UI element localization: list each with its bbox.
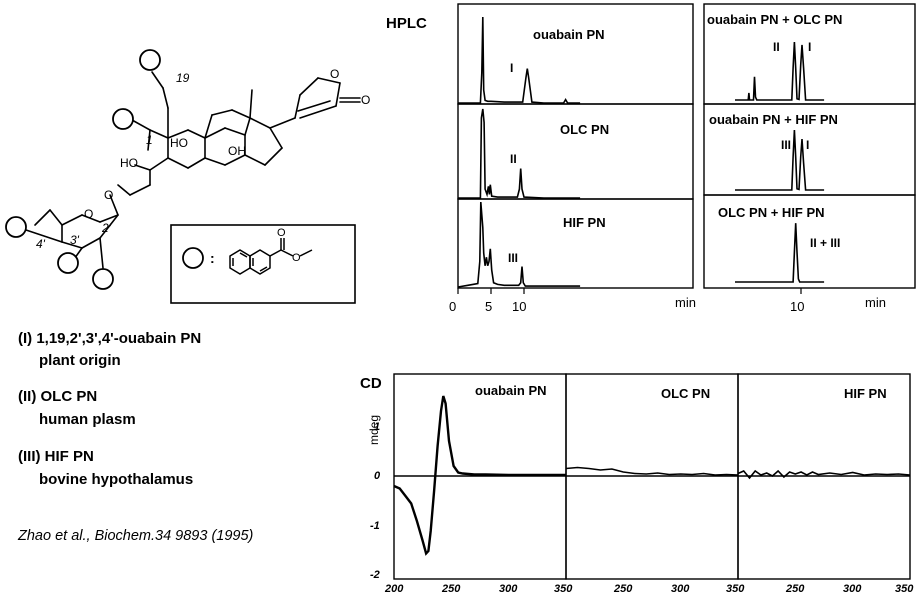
naphthoyl-circle-2prime (92, 268, 114, 290)
compound-3-name: (III) HIF PN (18, 448, 94, 465)
molecule-structure: 19 1 HO HO OH O O O 4' 3' 2' O : O (5, 49, 370, 304)
hplc-peak-label-I: I (510, 61, 513, 75)
compound-1-origin: plant origin (39, 352, 121, 369)
cd-title-2: OLC PN (661, 386, 710, 401)
cd-ytick-1: 1 (374, 421, 380, 433)
compound-3-origin: bovine hypothalamus (39, 471, 194, 488)
atom-label-oh-14: OH (228, 144, 246, 158)
hplc-trace-3 (457, 201, 581, 288)
atom-label-3prime: 3' (70, 233, 80, 247)
hplc-trace-6 (735, 223, 825, 283)
cd-ytick-m1: -1 (370, 520, 380, 532)
cd-trace-2 (565, 466, 739, 476)
compound-2-origin: human plasm (39, 411, 136, 428)
atom-label-1: 1 (146, 133, 153, 147)
hplc-peak-label-II: II (510, 152, 517, 166)
hplc-right-frames (703, 3, 916, 289)
hplc-tick-0: 0 (449, 299, 456, 314)
legend-ester-o: O (292, 252, 301, 264)
hplc-mix3-label-II-III: II + III (810, 236, 840, 250)
hplc-mix2-label-I: I (806, 138, 809, 152)
naphthoyl-circle-19 (139, 49, 161, 71)
cd-xtick-p1-200: 200 (384, 583, 404, 593)
cd-traces (393, 395, 911, 556)
hplc-trace-5 (735, 129, 825, 191)
cd-title-1: ouabain PN (475, 383, 547, 398)
cd-label: CD (360, 375, 382, 392)
hplc-label: HPLC (386, 15, 427, 32)
naphthoyl-legend-box: : O O (170, 224, 356, 304)
hplc-mix1-label-II: II (773, 40, 780, 54)
naphthoyl-circle-3prime (57, 252, 79, 274)
cd-xtick-p3-300: 300 (843, 583, 862, 593)
cd-xtick-p3-350: 350 (895, 583, 914, 593)
atom-label-ho-1: HO (120, 156, 138, 170)
naphthoyl-circle-1 (112, 108, 134, 130)
legend-circle (182, 247, 204, 269)
hplc-left-title-2: OLC PN (560, 122, 609, 137)
cd-xtick-p3-250: 250 (785, 583, 805, 593)
hplc-left-title-1: ouabain PN (533, 27, 605, 42)
hplc-left-frames (457, 3, 694, 289)
atom-label-lactone-o: O (330, 67, 339, 81)
hplc-traces (457, 16, 825, 288)
molecule-bonds (25, 71, 361, 269)
cd-xtick-p2-350: 350 (726, 583, 745, 593)
hplc-mix1-label-I: I (808, 40, 811, 54)
hplc-left-title-3: HIF PN (563, 215, 606, 230)
cd-trace-3 (737, 469, 911, 480)
naphthalene-ester-drawing (229, 238, 313, 275)
cd-xtick-p1-300: 300 (499, 583, 518, 593)
compound-2-name: (II) OLC PN (18, 388, 98, 405)
hplc-right-title-2: ouabain PN + HIF PN (709, 112, 838, 127)
hplc-peak-label-III: III (508, 251, 518, 265)
cd-xtick-p2-250: 250 (613, 583, 633, 593)
atom-label-19: 19 (176, 71, 190, 85)
cd-y-axis-label: mdeg (367, 415, 381, 445)
hplc-tick-10-right: 10 (790, 299, 804, 314)
cd-xtick-p1-350: 350 (554, 583, 573, 593)
hplc-unit-right: min (865, 295, 886, 310)
cd-ytick-m2: -2 (370, 569, 380, 581)
atom-label-ho-5: HO (170, 136, 188, 150)
atom-label-glycoside-o: O (104, 188, 113, 202)
hplc-tick-10: 10 (512, 299, 526, 314)
naphthoyl-circle-4prime (5, 216, 27, 238)
ring-oxygen-label: O (84, 207, 93, 221)
atom-label-carbonyl-o: O (361, 93, 370, 107)
hplc-figure: HPLC ouabain PN OLC PN HIF PN ouabain PN… (386, 3, 916, 314)
legend-colon: : (210, 250, 215, 266)
cd-title-3: HIF PN (844, 386, 887, 401)
sugar-ring-hash-bonds (113, 204, 119, 216)
hplc-unit-left: min (675, 295, 696, 310)
hplc-tick-5: 5 (485, 299, 492, 314)
hplc-right-title-1: ouabain PN + OLC PN (707, 12, 842, 27)
hplc-right-title-3: OLC PN + HIF PN (718, 205, 825, 220)
hplc-trace-2 (458, 108, 581, 199)
hplc-trace-1 (458, 16, 581, 104)
citation: Zhao et al., Biochem.34 9893 (1995) (18, 528, 254, 544)
cd-ytick-0: 0 (374, 470, 381, 482)
naphthoyl-circles (5, 49, 161, 290)
cd-trace-1 (393, 395, 566, 556)
legend-carbonyl-o: O (277, 227, 286, 239)
cd-xtick-p2-300: 300 (671, 583, 690, 593)
atom-label-4prime: 4' (36, 237, 46, 251)
cd-xtick-p1-250: 250 (441, 583, 461, 593)
hplc-trace-4 (735, 41, 825, 101)
compound-1-name: (I) 1,19,2',3',4'-ouabain PN (18, 330, 202, 347)
hplc-mix2-label-III: III (781, 138, 791, 152)
atom-label-2prime: 2' (101, 221, 112, 235)
